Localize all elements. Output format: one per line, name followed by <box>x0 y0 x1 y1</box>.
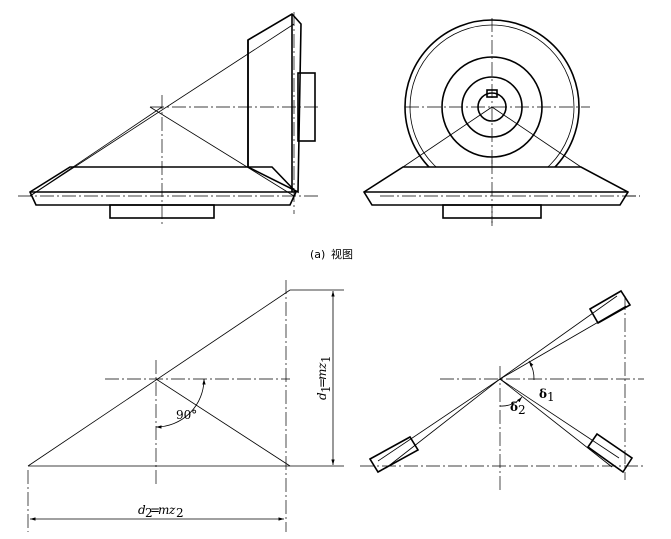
delta2-label: δ 2 <box>510 400 526 417</box>
svg-text:1: 1 <box>319 355 333 363</box>
svg-text:m: m <box>158 503 169 517</box>
d1-label: d 1 = m z 1 <box>315 355 333 400</box>
svg-text:2: 2 <box>518 403 526 417</box>
svg-text:z: z <box>168 503 176 517</box>
cone-angle-view <box>360 289 644 490</box>
svg-text:1: 1 <box>319 385 333 393</box>
angle-90-label: 90° <box>176 408 197 422</box>
caption-prefix: (a) <box>310 248 325 261</box>
side-view <box>362 18 640 226</box>
svg-text:=: = <box>150 503 160 517</box>
svg-text:=: = <box>315 378 329 388</box>
caption-text: 视图 <box>331 247 353 261</box>
svg-text:2: 2 <box>176 506 184 520</box>
svg-text:2: 2 <box>145 506 153 520</box>
svg-text:d: d <box>315 392 329 400</box>
svg-text:δ: δ <box>539 387 547 401</box>
svg-text:z: z <box>315 362 329 370</box>
svg-text:δ: δ <box>510 400 518 414</box>
svg-text:m: m <box>315 369 329 380</box>
d2-label: d 2 = m z 2 <box>138 503 184 520</box>
pitch-construction <box>27 280 344 532</box>
delta1-label: δ 1 <box>539 387 555 404</box>
front-view <box>18 12 318 226</box>
svg-text:d: d <box>138 503 146 517</box>
svg-text:1: 1 <box>547 390 555 404</box>
